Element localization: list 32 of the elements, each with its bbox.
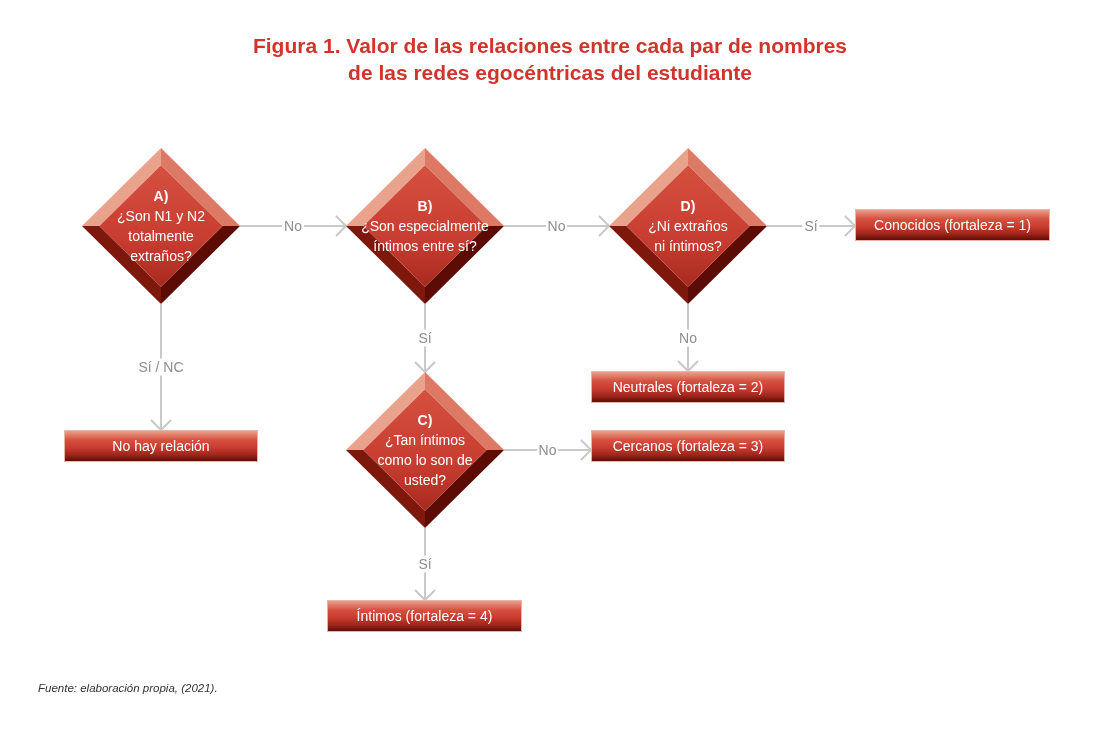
edge-label: Sí xyxy=(416,329,434,347)
result-box xyxy=(327,600,522,632)
arrow xyxy=(239,215,347,237)
decision-diamond xyxy=(346,372,504,528)
arrow xyxy=(150,303,172,431)
result-label: No hay relación xyxy=(112,437,210,455)
result-label: Íntimos (fortaleza = 4) xyxy=(356,607,493,625)
arrow xyxy=(766,215,856,237)
question-text: ¿Son N1 y N2 totalmente extraños? xyxy=(116,207,206,266)
source-note: Fuente: elaboración propia, (2021). xyxy=(38,682,218,694)
question-text: ¿Tan íntimos como lo son de usted? xyxy=(376,431,474,490)
edge-label: No xyxy=(677,329,699,346)
arrow xyxy=(677,303,699,372)
result-box xyxy=(591,371,785,403)
result-label: Neutrales (fortaleza = 2) xyxy=(612,378,764,396)
figure-title: Figura 1. Valor de las relaciones entre cada par de nombres de las redes egocéntricas del estudiante xyxy=(251,33,849,86)
edge-label: Sí / NC xyxy=(136,358,186,376)
result-box xyxy=(64,430,258,462)
step-letter: D) xyxy=(680,197,696,216)
result-label: Cercanos (fortaleza = 3) xyxy=(612,437,764,455)
decision-diamond xyxy=(346,148,504,304)
decision-diamond xyxy=(609,148,767,304)
decision-diamond xyxy=(82,148,240,304)
result-label: Conocidos (fortaleza = 1) xyxy=(874,216,1031,234)
result-box xyxy=(855,209,1050,241)
result-box xyxy=(591,430,785,462)
question-text: ¿Ni extraños ni íntimos? xyxy=(647,217,729,256)
edge-label: Sí xyxy=(416,555,434,573)
step-letter: C) xyxy=(417,411,433,430)
step-letter: B) xyxy=(417,197,433,216)
step-letter: A) xyxy=(153,187,169,206)
question-text: ¿Son especialmente íntimos entre sí? xyxy=(360,217,490,256)
